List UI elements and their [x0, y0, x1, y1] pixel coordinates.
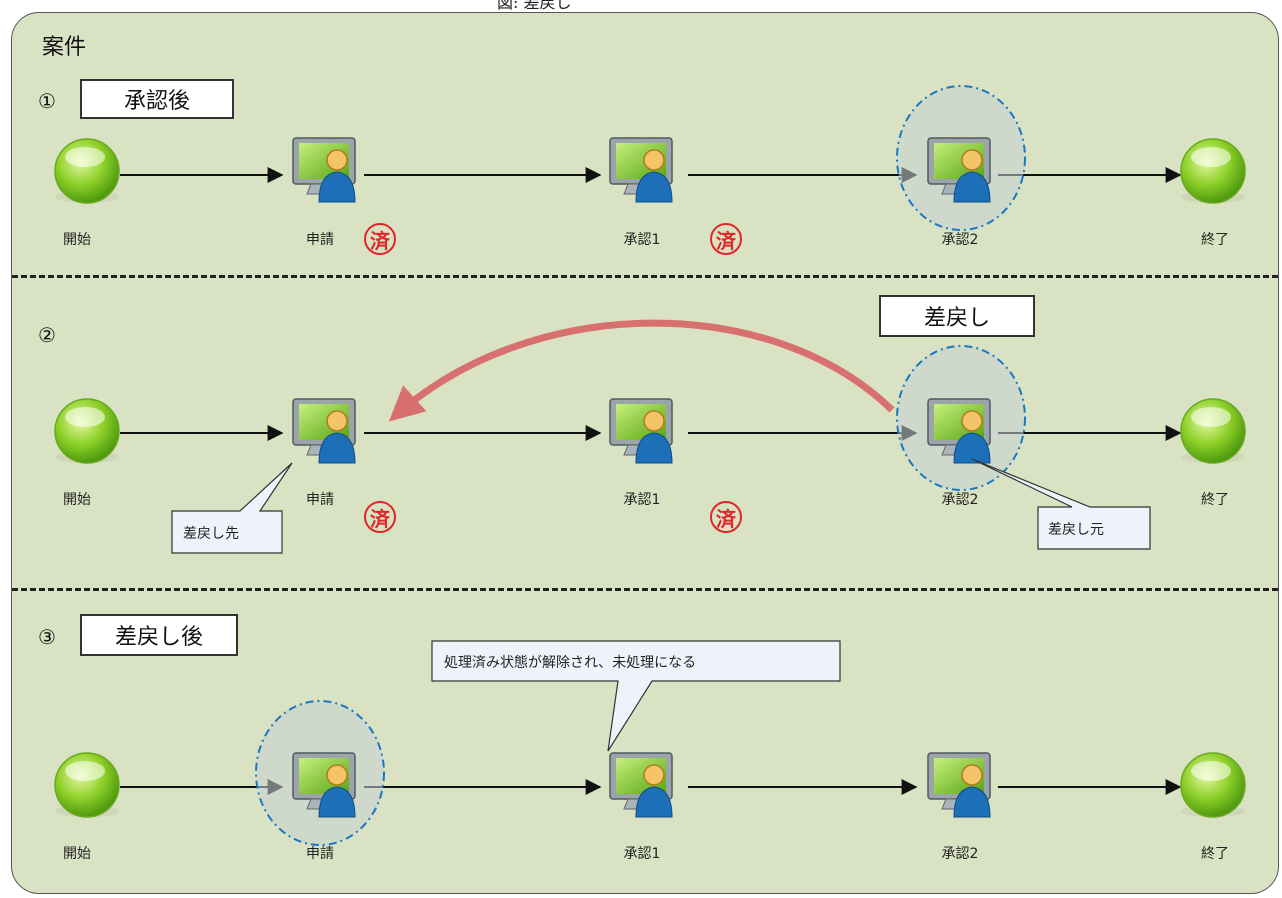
section-divider: [12, 588, 1278, 591]
workflow-diagram: [54, 85, 1246, 846]
end-orb-icon: [1180, 138, 1246, 204]
node-label-apply: 申請: [306, 492, 334, 508]
node-label-approve1: 承認1: [623, 492, 661, 508]
case-panel: 案件 ① 承認後 ② 差戻し ③ 差戻し後: [11, 12, 1279, 894]
start-orb-icon: [54, 752, 120, 818]
panel-title: 案件: [42, 35, 87, 60]
section-3-number: ③: [38, 625, 56, 649]
task-computer-user-icon: [609, 398, 673, 464]
done-stamp: 済: [710, 501, 742, 533]
node-label-end: 終了: [1201, 846, 1229, 862]
task-computer-user-icon: [292, 137, 356, 203]
node-label-apply: 申請: [306, 846, 334, 862]
done-stamp: 済: [710, 223, 742, 255]
node-label-approve2: 承認2: [941, 846, 979, 862]
done-stamp: 済: [364, 223, 396, 255]
node-label-approve2: 承認2: [941, 492, 979, 508]
section-2-number: ②: [38, 323, 56, 347]
callout-return-target-shape: [171, 462, 293, 554]
node-label-apply: 申請: [306, 232, 334, 248]
callout-return-source: 差戻し元: [1048, 522, 1104, 538]
end-orb-icon: [1180, 398, 1246, 464]
start-orb-icon: [54, 138, 120, 204]
node-label-approve2: 承認2: [941, 232, 979, 248]
node-label-end: 終了: [1201, 232, 1229, 248]
callout-return-target: 差戻し先: [183, 526, 239, 542]
callout-note-shape: [431, 640, 841, 752]
start-orb-icon: [54, 398, 120, 464]
return-arrow: [388, 319, 895, 422]
node-label-approve1: 承認1: [623, 232, 661, 248]
done-stamp: 済: [364, 501, 396, 533]
node-label-start: 開始: [63, 232, 91, 248]
section-1-number: ①: [38, 89, 56, 113]
callout-note: 処理済み状態が解除され、未処理になる: [444, 655, 697, 671]
end-orb-icon: [1180, 752, 1246, 818]
section-1-label-box: 承認後: [80, 79, 234, 119]
node-label-start: 開始: [63, 846, 91, 862]
task-computer-user-icon: [927, 752, 991, 818]
section-3-label-box: 差戻し後: [80, 614, 238, 656]
task-computer-user-icon: [609, 137, 673, 203]
task-computer-user-icon: [609, 752, 673, 818]
callout-return-source-shape: [971, 458, 1151, 550]
section-2-label-box: 差戻し: [879, 295, 1035, 337]
node-label-start: 開始: [63, 492, 91, 508]
task-computer-user-icon: [292, 398, 356, 464]
section-divider: [12, 275, 1278, 278]
figure-caption: 図: 差戻し: [497, 0, 572, 12]
node-label-end: 終了: [1201, 492, 1229, 508]
node-label-approve1: 承認1: [623, 846, 661, 862]
